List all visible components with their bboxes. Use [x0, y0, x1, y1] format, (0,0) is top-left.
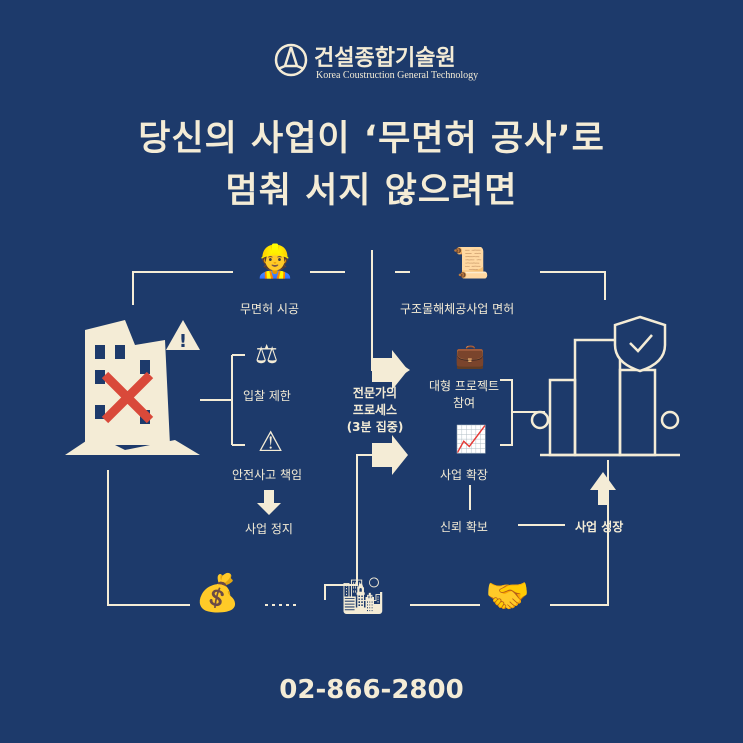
gavel-icon: ⚖ — [255, 340, 279, 370]
city-growth-icon: 🏙 — [340, 576, 386, 617]
money-hand-icon: 💰 — [195, 573, 240, 614]
warning-icon: ⚠ — [258, 425, 284, 458]
right-item-project-2: 참여 — [452, 396, 476, 410]
growth-chart-icon: 📈 — [455, 425, 488, 455]
center-line1: 전문가의 — [352, 386, 398, 400]
left-item-suspension: 사업 정지 — [245, 522, 293, 536]
left-item-bid-limit: 입찰 제한 — [243, 389, 291, 403]
collapsing-building-icon: ! — [65, 315, 205, 469]
center-line2: 프로세스 — [352, 403, 398, 417]
brand-logo-icon — [273, 42, 309, 82]
svg-text:!: ! — [179, 331, 187, 352]
brand-name-en: Korea Coustruction General Technology — [316, 70, 479, 81]
right-item-license: 구조물해체공사업 면허 — [400, 302, 515, 316]
brand-name: 건설종합기술원 — [314, 46, 456, 71]
worker-warning-icon: 👷 — [255, 242, 295, 280]
center-line3: (3분 집중) — [346, 420, 404, 434]
right-item-trust: 신뢰 확보 — [440, 520, 488, 534]
secure-buildings-icon — [530, 315, 690, 469]
phone-number[interactable]: 02-866-2800 — [279, 675, 464, 705]
left-item-unlicensed: 무면허 시공 — [240, 302, 300, 316]
right-item-expansion: 사업 확장 — [440, 468, 488, 482]
briefcase-icon: 💼 — [455, 342, 485, 370]
page-title-line2: 멈춰 서지 않으려면 — [225, 171, 518, 211]
right-item-growth: 사업 성장 — [575, 520, 624, 534]
left-item-safety: 안전사고 책임 — [232, 468, 303, 482]
certificate-icon: 📜 — [452, 246, 490, 281]
page-title-line1: 당신의 사업이 ‘무면허 공사’로 — [138, 119, 605, 159]
handshake-icon: 🤝 — [485, 576, 530, 617]
right-item-project: 대형 프로젝트 — [428, 379, 500, 393]
